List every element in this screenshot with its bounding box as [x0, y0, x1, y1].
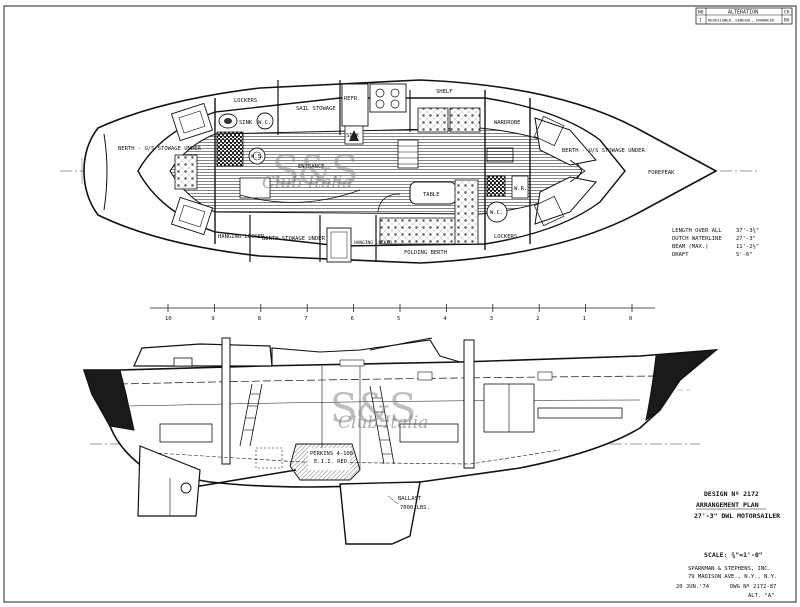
principal-dimensions: LENGTH OVER ALL 37'-3¾" DUTCH WATERLINE … — [672, 228, 759, 258]
station-number: 3 — [490, 316, 493, 322]
sheet-border — [3, 5, 797, 603]
label-hanging-locker-2: HANGING LOCKER — [354, 240, 392, 246]
label-shelf: SHELF — [436, 89, 453, 95]
station-number: 9 — [211, 316, 214, 322]
label-ws: W.S. — [251, 154, 264, 160]
drawing-alt: ALT. "A" — [748, 593, 775, 599]
plan-name: ARRANGEMENT PLAN — [696, 501, 759, 509]
label-refr: REFR. — [344, 96, 361, 102]
dim-value-2: 11'-2½" — [736, 243, 759, 250]
dim-label-1: DUTCH WATERLINE — [672, 236, 722, 242]
drawing-date: 20 JUN.'74 — [676, 584, 710, 590]
label-table: TABLE — [423, 192, 440, 198]
drawing-scale: SCALE: ¾"=1'-0" — [704, 551, 763, 559]
dim-label-0: LENGTH OVER ALL — [672, 228, 722, 234]
title-block: DESIGN Nº 2172 ARRANGEMENT PLAN 27'-3" D… — [676, 490, 780, 599]
ballast-weight: 7000 LBS. — [400, 505, 430, 511]
station-number: 10 — [165, 316, 172, 322]
station-number: 6 — [351, 316, 354, 322]
skeg-rudder — [137, 445, 201, 517]
label-sail-stowage: SAIL STOWAGE — [296, 106, 336, 112]
dim-value-1: 27'-3" — [736, 236, 756, 242]
alteration-col-title: ALTERATION — [728, 10, 758, 16]
firm-name: SPARKMAN & STEPHENS, INC. — [688, 566, 771, 572]
drawing-number: DWG Nº 2172-87 — [730, 583, 776, 590]
watermark-script-bottom: Club Italia — [338, 413, 428, 433]
label-sink-top: SINK — [239, 120, 253, 126]
watermark-script-top: Club Italia — [262, 173, 352, 193]
engine-hp: E.I.I. RED. — [314, 459, 350, 465]
station-number: 8 — [258, 316, 261, 322]
label-berth-aft: BERTH - U/S STOWAGE UNDER — [118, 146, 201, 152]
label-wc-fwd: W.C. — [490, 210, 503, 216]
alteration-block: NO ALTERATION CH 1 REDESIGNED, GENERAL, … — [695, 7, 793, 25]
main-ladder — [369, 385, 395, 465]
watermark-logo-bottom: S&S — [330, 386, 414, 432]
label-forepeak: FOREPEAK — [648, 170, 675, 176]
engine-label: PERKINS 4-108 — [310, 451, 353, 457]
transom — [83, 369, 135, 431]
deckhouse — [133, 343, 273, 367]
label-lockers-fwd: LOCKERS — [494, 234, 517, 240]
label-sink-galley: SINK — [346, 133, 360, 139]
label-wr: W.R. — [514, 186, 527, 192]
alteration-row-ch: BA — [784, 18, 790, 24]
dim-value-3: 5'-6" — [736, 252, 753, 258]
plan-view: LOCKERS SAIL STOWAGE REFR. SHELF WARDROB… — [60, 79, 760, 264]
dim-label-3: DRAFT — [672, 252, 689, 258]
aft-ladder — [239, 383, 263, 447]
station-number: 2 — [536, 316, 539, 322]
station-number: 7 — [304, 316, 307, 322]
station-number: 0 — [629, 316, 632, 322]
dim-label-2: BEAM (MAX.) — [672, 244, 708, 250]
profile-view: PERKINS 4-108 E.I.I. RED. BALLAST 7000 L… — [82, 337, 719, 545]
label-berth-stowage-under: BERTH STOWAGE UNDER — [262, 236, 326, 242]
alteration-row-text: REDESIGNED, GENERAL, ENHANCED — [708, 18, 775, 23]
alteration-row-no: 1 — [699, 18, 702, 24]
dim-value-0: 37'-3¾" — [736, 228, 759, 234]
bow-cap — [645, 349, 718, 422]
label-wc-top: W.C. — [258, 120, 271, 126]
label-berth-fwd: BERTH - U/S STOWAGE UNDER — [562, 148, 645, 154]
label-wardrobe: WARDROBE — [494, 120, 521, 126]
alteration-col-ch: CH — [784, 10, 790, 16]
label-hanging-locker: HANGING LOCKER — [218, 234, 265, 240]
alteration-col-no: NO — [698, 10, 704, 16]
station-number: 5 — [397, 316, 400, 322]
design-number: DESIGN Nº 2172 — [704, 490, 759, 498]
watermark-bottom: S&S Club Italia — [330, 386, 428, 433]
label-entrance: ENTRANCE — [298, 164, 325, 170]
vessel-type: 27'-3" DWL MOTORSAILER — [694, 512, 780, 520]
station-number: 1 — [583, 316, 586, 322]
ballast-label: BALLAST — [398, 496, 422, 502]
keel — [339, 481, 421, 545]
label-folding-berth: FOLDING BERTH — [404, 250, 447, 256]
label-lockers-top: LOCKERS — [234, 98, 257, 104]
watermark-logo-top: S&S — [272, 148, 356, 194]
firm-address: 79 MADISON AVE., N.Y., N.Y. — [688, 574, 777, 580]
watermark-top: S&S Club Italia — [262, 148, 358, 194]
station-number: 4 — [443, 316, 447, 322]
